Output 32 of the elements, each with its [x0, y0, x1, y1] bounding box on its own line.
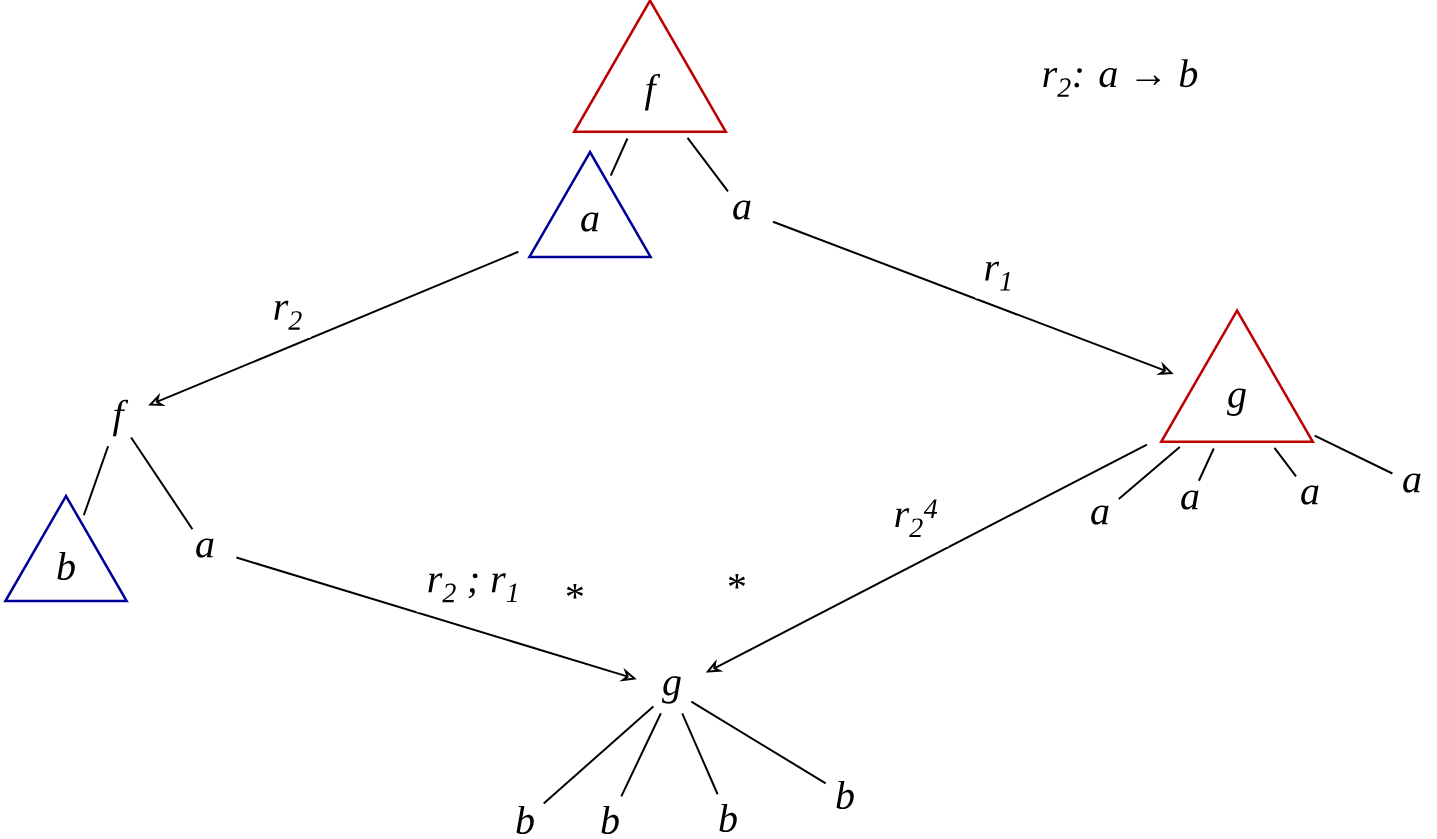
tree-branch: [620, 712, 662, 798]
term-symbol: g: [662, 676, 681, 704]
term-symbol: f: [112, 399, 129, 437]
edge-label: r$_{1}$: [985, 261, 1011, 291]
term-symbol: b: [836, 780, 854, 810]
tree-branch: [1117, 445, 1181, 500]
tree-branch: [681, 712, 719, 796]
tree-branch: [1313, 434, 1394, 475]
edge-label: r$_{2}$: [274, 300, 302, 330]
edge-label: r$_{2}$ ; r$_{1}$: [428, 573, 517, 603]
term-symbol: a: [1091, 505, 1109, 525]
tree-root-triangle: f: [572, 0, 728, 133]
rule-text: r$_{2}$: a → b: [1043, 59, 1198, 97]
term-symbol: a: [1301, 485, 1319, 505]
tree-branch: [609, 137, 629, 177]
tree-branch: [686, 136, 729, 193]
tree-branch: [130, 436, 194, 531]
edge-label: r$_{2}$4: [895, 499, 938, 537]
tree-branch: [690, 700, 827, 785]
tree-branch: [82, 445, 110, 517]
tree-branch: [1273, 446, 1297, 478]
term-symbol: b: [601, 805, 619, 835]
tree-branch: [1197, 447, 1215, 482]
asterisk: *: [566, 583, 583, 599]
term-symbol: a: [1181, 490, 1199, 510]
term-symbol: b: [516, 805, 534, 835]
asterisk: *: [728, 573, 745, 589]
term-symbol: a: [1403, 473, 1421, 493]
term-symbol: a: [733, 200, 751, 220]
term-symbol: a: [196, 538, 214, 558]
tree-branch: [542, 705, 655, 805]
term-symbol: b: [719, 803, 737, 833]
